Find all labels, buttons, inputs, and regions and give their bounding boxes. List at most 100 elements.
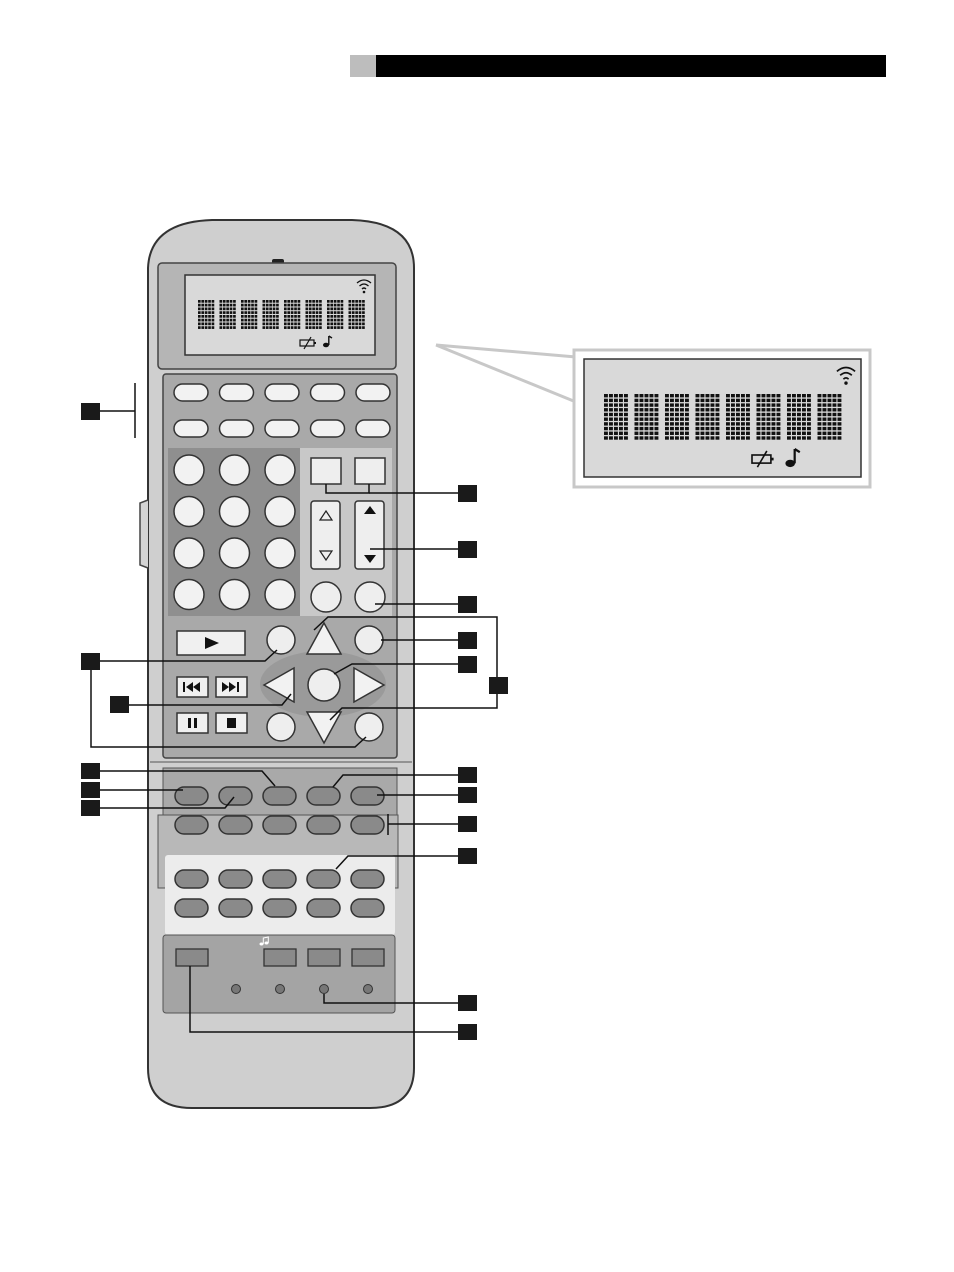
bottom-button-4[interactable] [351, 948, 385, 967]
light-panel-button[interactable] [218, 869, 253, 889]
pause-button[interactable] [176, 712, 209, 734]
numeric-key[interactable] [218, 537, 251, 569]
lcd-character-cell [665, 394, 689, 440]
indicator-led-2 [275, 984, 285, 994]
lower-section [157, 767, 399, 1014]
indicator-led-1 [231, 984, 241, 994]
callout-box [458, 787, 477, 803]
numeric-key[interactable] [218, 578, 251, 611]
skip-back-icon [183, 682, 200, 692]
square-button-left[interactable] [310, 457, 342, 485]
top-button[interactable] [309, 419, 346, 438]
light-panel-button[interactable] [306, 898, 341, 918]
bottom-button-3[interactable] [307, 948, 341, 967]
round-button-right[interactable] [354, 581, 386, 613]
light-panel-button[interactable] [350, 869, 385, 889]
numeric-key[interactable] [218, 495, 251, 528]
callout-box [458, 995, 477, 1011]
color-button[interactable] [306, 815, 341, 835]
arrow-down-icon[interactable] [305, 711, 343, 745]
battery-icon [299, 336, 316, 350]
header-tab [350, 55, 376, 77]
square-button-right[interactable] [354, 457, 386, 485]
lcd-character-cell [284, 300, 301, 329]
callout-box [458, 1024, 477, 1040]
color-button[interactable] [174, 815, 209, 835]
top-button[interactable] [264, 383, 300, 402]
light-panel-button[interactable] [262, 898, 297, 918]
leader-bottom-button [189, 966, 458, 1033]
numeric-keypad [173, 454, 296, 611]
numeric-key[interactable] [264, 454, 296, 486]
color-button[interactable] [262, 815, 297, 835]
top-button[interactable] [264, 419, 300, 438]
nav-corner-button-bottom-right[interactable] [354, 712, 384, 742]
leader-light-button [335, 855, 458, 870]
lcd-character-cell [305, 300, 322, 329]
top-button[interactable] [309, 383, 346, 402]
light-panel-button[interactable] [218, 898, 253, 918]
leader-corner-bottom [90, 661, 367, 748]
leader-nav-arrows [313, 616, 498, 721]
top-button[interactable] [173, 419, 209, 438]
nav-corner-button-top-right[interactable] [354, 625, 384, 655]
top-button[interactable] [355, 383, 391, 402]
light-panel-button[interactable] [306, 869, 341, 889]
nav-corner-button-bottom-left[interactable] [266, 712, 296, 742]
stop-icon [227, 718, 236, 728]
channel-rocker[interactable] [310, 500, 341, 570]
light-panel-button[interactable] [174, 898, 209, 918]
color-button[interactable] [174, 786, 209, 806]
zoom-line-top [435, 343, 577, 359]
numeric-key[interactable] [173, 495, 205, 528]
callout-box [458, 541, 477, 558]
numeric-key[interactable] [173, 578, 205, 611]
numeric-key[interactable] [173, 454, 205, 486]
nav-center-button[interactable] [307, 668, 341, 702]
lcd-character-cell [817, 394, 842, 440]
indicator-led-3 [319, 984, 329, 994]
callout-box [81, 763, 100, 779]
lcd-character-cell [241, 300, 258, 329]
color-button[interactable] [350, 815, 385, 835]
callout-box [81, 653, 100, 670]
lcd-character-cell [198, 300, 215, 329]
light-panel-button[interactable] [262, 869, 297, 889]
lcd-character-cell [787, 394, 811, 440]
callout-box [489, 677, 508, 694]
color-button[interactable] [350, 786, 385, 806]
numeric-key[interactable] [264, 495, 296, 528]
side-button[interactable] [139, 499, 149, 569]
music-note-icon [323, 335, 333, 348]
light-panel-button[interactable] [174, 869, 209, 889]
top-button[interactable] [218, 419, 255, 438]
top-button[interactable] [355, 419, 391, 438]
bottom-panel [162, 934, 396, 1014]
numeric-key[interactable] [264, 537, 296, 569]
numeric-key[interactable] [218, 454, 251, 486]
numeric-key[interactable] [264, 578, 296, 611]
bottom-button-2[interactable] [263, 948, 297, 967]
color-button[interactable] [218, 786, 253, 806]
arrow-left-icon[interactable] [262, 666, 295, 704]
color-button[interactable] [218, 815, 253, 835]
arrow-right-icon[interactable] [353, 666, 386, 704]
top-button[interactable] [218, 383, 255, 402]
lcd-zoom-screen [583, 358, 862, 478]
nav-corner-button-top-left[interactable] [266, 625, 296, 655]
leader-color-3 [99, 770, 276, 787]
light-panel-button[interactable] [350, 898, 385, 918]
top-button[interactable] [173, 383, 209, 402]
volume-rocker[interactable] [354, 500, 385, 570]
bottom-button-1[interactable] [175, 948, 209, 967]
numeric-key[interactable] [173, 537, 205, 569]
display-panel [157, 262, 397, 370]
arrow-up-icon[interactable] [305, 621, 343, 655]
color-button[interactable] [306, 786, 341, 806]
round-button-left[interactable] [310, 581, 342, 613]
control-panel [162, 373, 398, 759]
leader-lines [90, 383, 498, 1033]
callouts [81, 403, 508, 1040]
color-button[interactable] [262, 786, 297, 806]
skip-forward-icon [222, 682, 239, 692]
